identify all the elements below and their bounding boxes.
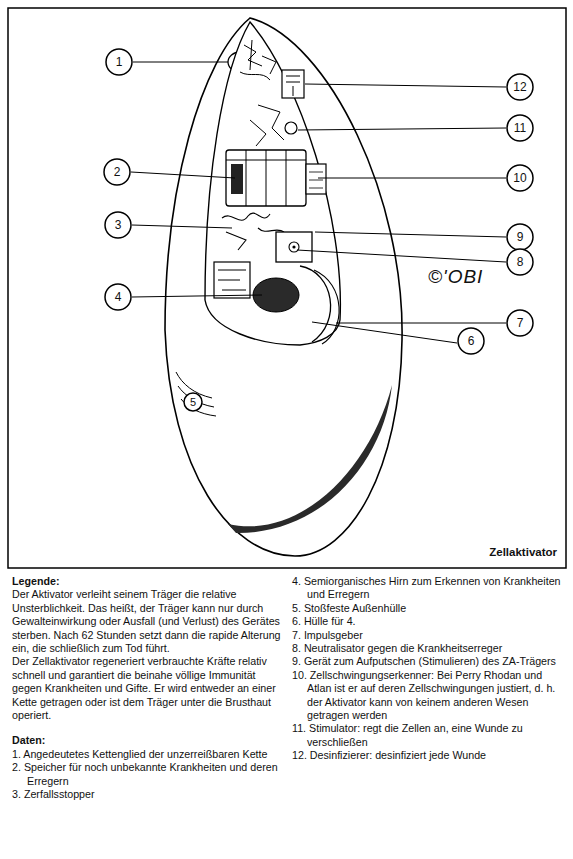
- data-item: 7. Impulsgeber: [292, 629, 565, 642]
- legend-heading: Legende:: [12, 575, 285, 588]
- leader-line: [132, 225, 232, 228]
- legend-column: 4. Semiorganisches Hirn zum Erkennen von…: [292, 575, 565, 763]
- leader-line: [298, 128, 506, 130]
- callout-circle: 3: [104, 211, 132, 239]
- callout-number: 5: [190, 396, 196, 408]
- figure-frame: [8, 8, 566, 568]
- leader-line: [336, 323, 506, 324]
- memory-core: [231, 164, 243, 194]
- cutaway: [205, 22, 340, 345]
- leader-line: [131, 172, 235, 178]
- callout-ring: [507, 74, 533, 100]
- stimulator-part: [285, 122, 297, 134]
- legend-column: Legende:Der Aktivator verleiht seinem Tr…: [12, 575, 285, 802]
- callout-circle: 5: [183, 392, 203, 412]
- legend-paragraph: Der Zellaktivator regeneriert verbraucht…: [12, 655, 285, 722]
- data-item: 5. Stoßfeste Außenhülle: [292, 602, 565, 615]
- callout-circle: 4: [104, 283, 132, 311]
- impulse-part: [314, 270, 339, 344]
- legend-paragraph: Der Aktivator verleiht seinem Träger die…: [12, 588, 285, 655]
- data-item: 12. Desinfizierer: desinfiziert jede Wun…: [292, 749, 565, 762]
- data-item: 10. Zellschwingungserkenner: Bei Perry R…: [292, 669, 565, 723]
- callout-number: 3: [115, 219, 122, 231]
- callout-circle: 11: [506, 114, 534, 142]
- leader-lines: [131, 62, 506, 343]
- memory-part: [226, 150, 306, 206]
- leader-line: [132, 295, 262, 297]
- machine-block: [214, 262, 250, 298]
- part-detail: [286, 76, 300, 96]
- callout-circle: 12: [506, 73, 534, 101]
- leader-line: [133, 62, 228, 63]
- callout-ring: [105, 212, 131, 238]
- callout-number: 12: [513, 81, 526, 93]
- part-detail: [218, 270, 246, 290]
- data-item: 11. Stimulator: regt die Zellen an, eine…: [292, 722, 565, 749]
- callout-number: 1: [116, 56, 123, 68]
- data-item: 1. Angedeutetes Kettenglied der unzerrei…: [12, 748, 285, 761]
- callout-circle: 9: [506, 223, 534, 251]
- data-item: 9. Gerät zum Aufputschen (Stimulieren) d…: [292, 655, 565, 668]
- callout-number: 8: [517, 256, 524, 268]
- callout-ring: [507, 165, 533, 191]
- neutralizer-part: [276, 232, 312, 262]
- callout-circle: 2: [103, 158, 131, 186]
- callout-circle: 10: [506, 164, 534, 192]
- callout-number: 11: [514, 122, 526, 134]
- data-item: 3. Zerfallsstopper: [12, 788, 285, 801]
- leader-line: [318, 178, 506, 179]
- part-detail: [292, 245, 295, 248]
- callout-number: 10: [513, 172, 526, 184]
- callout-circle: 8: [506, 248, 534, 276]
- leader-line: [305, 84, 506, 87]
- data-item: 2. Speicher für noch unbekannte Krankhei…: [12, 761, 285, 788]
- shell-shading: [228, 385, 392, 533]
- figure-caption: Zellaktivator: [489, 546, 557, 558]
- wiring: [250, 105, 284, 146]
- oscillation-part: [306, 164, 326, 194]
- disinfector-part: [282, 70, 304, 98]
- data-heading: Daten:: [12, 734, 285, 747]
- callout-circle: 1: [105, 48, 133, 76]
- callout-number: 2: [114, 166, 121, 178]
- callout-ring: [104, 159, 130, 185]
- data-item: 4. Semiorganisches Hirn zum Erkennen von…: [292, 575, 565, 602]
- wiring: [240, 40, 276, 80]
- callout-ring: [184, 393, 202, 411]
- callout-number: 9: [517, 231, 524, 243]
- leader-line: [315, 232, 506, 237]
- signature: ©'OBI: [428, 266, 483, 288]
- data-item: 6. Hülle für 4.: [292, 615, 565, 628]
- outer-shell: [165, 18, 402, 556]
- callout-ring: [507, 224, 533, 250]
- callout-ring: [507, 310, 533, 336]
- data-item: 8. Neutralisator gegen die Krankheitserr…: [292, 642, 565, 655]
- decay-stopper: [222, 213, 284, 250]
- callout-ring: [507, 115, 533, 141]
- leader-line: [297, 250, 506, 262]
- callout-number: 6: [468, 335, 475, 347]
- callout-ring: [458, 328, 484, 354]
- leader-line: [312, 322, 457, 343]
- callout-ring: [106, 49, 132, 75]
- callout-number: 4: [115, 291, 122, 303]
- callout-number: 7: [517, 317, 524, 329]
- part-detail: [309, 172, 323, 188]
- part-detail: [226, 150, 306, 206]
- callout-ring: [507, 249, 533, 275]
- callout-circle: 7: [506, 309, 534, 337]
- callout-circle: 6: [457, 327, 485, 355]
- callout-ring: [105, 284, 131, 310]
- highlight-stroke: [178, 386, 214, 407]
